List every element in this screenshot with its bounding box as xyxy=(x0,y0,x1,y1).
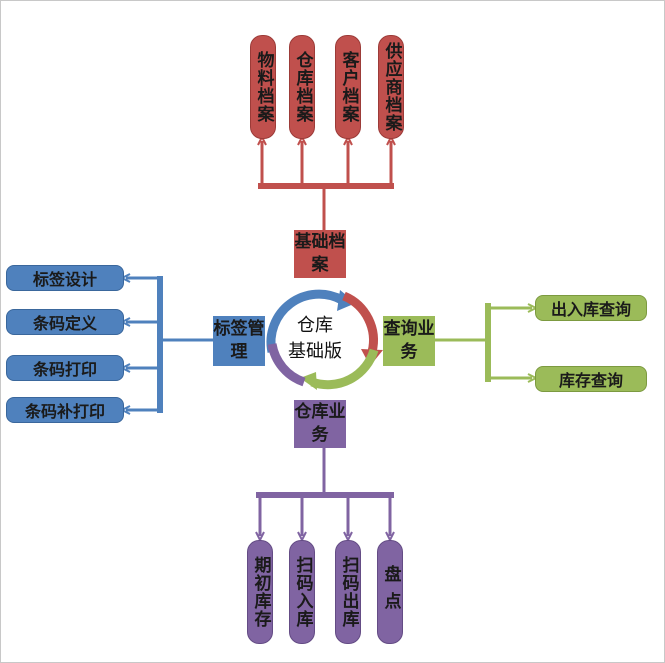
top-item-warehouse-archive[interactable]: 仓库档案 xyxy=(289,35,315,139)
cycle-arrow-red xyxy=(342,291,378,354)
cycle-arrows xyxy=(266,289,383,390)
top-connectors xyxy=(258,141,394,230)
cycle-arrow-green xyxy=(310,348,379,390)
left-item-barcode-reprint[interactable]: 条码补打印 xyxy=(6,397,124,423)
hub-warehouse-business[interactable]: 仓库业务 xyxy=(294,400,346,448)
bottom-item-scan-outbound[interactable]: 扫码出库 xyxy=(335,540,361,644)
left-item-label-design[interactable]: 标签设计 xyxy=(6,265,124,291)
left-item-barcode-definition[interactable]: 条码定义 xyxy=(6,309,124,335)
hub-label-management[interactable]: 标签管理 xyxy=(213,316,265,366)
cycle-arrow-blue xyxy=(266,289,345,353)
center-line2: 基础版 xyxy=(288,341,342,362)
right-item-inout-query[interactable]: 出入库查询 xyxy=(535,295,647,321)
top-item-supplier-archive[interactable]: 供应商档案 xyxy=(378,35,404,139)
right-connectors xyxy=(433,303,532,382)
right-item-stock-query[interactable]: 库存查询 xyxy=(535,366,647,392)
left-item-barcode-print[interactable]: 条码打印 xyxy=(6,355,124,381)
cycle-arrowhead-green xyxy=(300,372,317,390)
bottom-item-opening-stock[interactable]: 期初库存 xyxy=(247,540,273,644)
cycle-arrow-purple xyxy=(267,343,306,387)
center-label: 仓库 基础版 xyxy=(270,308,360,370)
top-item-material-archive[interactable]: 物料档案 xyxy=(250,35,276,139)
bottom-connectors xyxy=(256,448,394,536)
hub-query-business[interactable]: 查询业务 xyxy=(383,316,435,366)
left-connectors xyxy=(126,276,213,413)
top-item-customer-archive[interactable]: 客户档案 xyxy=(335,35,361,139)
bottom-item-stocktake[interactable]: 盘点 xyxy=(377,540,403,644)
center-line1: 仓库 xyxy=(297,315,333,336)
bottom-item-scan-inbound[interactable]: 扫码入库 xyxy=(289,540,315,644)
hub-basic-archives[interactable]: 基础档案 xyxy=(294,230,346,278)
